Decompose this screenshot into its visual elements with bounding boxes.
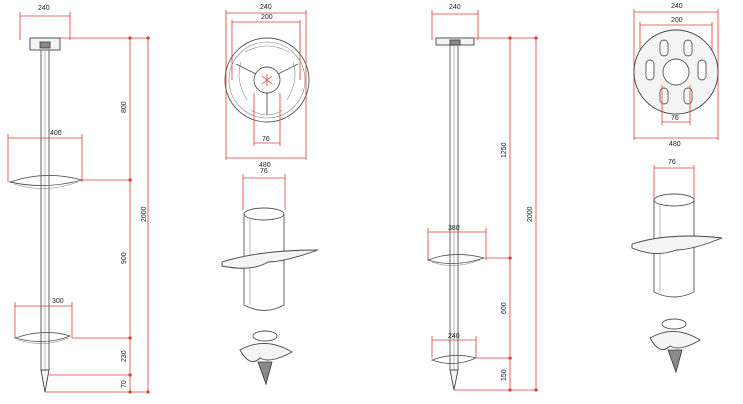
pile-2-helix-upper-dim: 380: [448, 225, 460, 232]
pipe-2-detail: 76: [631, 159, 723, 374]
plate-2-outer: 240: [671, 3, 683, 10]
pile-1-seg-mid: 900: [121, 252, 128, 264]
pile-1-total: 2000: [141, 206, 148, 222]
plate-1-base: 480: [259, 162, 271, 169]
pile-1-seg-tip: 70: [121, 380, 128, 388]
pile-2-total: 2000: [527, 206, 534, 222]
plate-1-outer: 240: [260, 4, 272, 11]
pile-2-seg-tip: 150: [501, 369, 508, 381]
plate-2-top-view: 240 200 76 480: [633, 3, 719, 148]
pile-1-top-nut: [39, 41, 51, 49]
pile-1-lower-helix: [13, 332, 72, 342]
pipe-2-diameter: 76: [668, 159, 676, 166]
plate-2-base: 480: [669, 141, 681, 148]
pipe-2-helix: [631, 235, 723, 254]
pile-2-top-width: 240: [449, 4, 461, 11]
plate-2-pipe: 76: [671, 115, 679, 122]
plate-2-inner: 200: [671, 17, 683, 24]
pipe-1-diameter: 76: [260, 168, 268, 175]
pile-1-top-width: 240: [38, 5, 50, 12]
pile-1-seg-low: 230: [121, 350, 128, 362]
plate-1-top-view: 240 200 76 480: [224, 4, 310, 169]
pipe-1-auger-tip: [257, 361, 273, 386]
pile-2-seg-top: 1250: [501, 142, 508, 158]
pipe-1-helix: [221, 249, 319, 269]
pile-1-tip: [40, 369, 50, 393]
pipe-1-detail: 76: [221, 168, 319, 386]
pile-1-drawing: 240 400 300 800 900 230 70 2000: [7, 5, 150, 394]
pile-2-seg-mid: 600: [501, 302, 508, 314]
pile-2-tip: [449, 369, 459, 391]
pipe-2-auger-tip: [667, 349, 683, 374]
plate-1-disc: [224, 37, 310, 123]
pile-2-drawing: 240 380 240 1250 600 150 2000: [426, 4, 538, 392]
pile-2-upper-helix: [426, 254, 486, 264]
plate-1-inner: 200: [261, 14, 273, 21]
pile-1-seg-top: 800: [121, 101, 128, 113]
plate-1-pipe: 76: [262, 136, 270, 143]
pile-1-helix-lower-dim: 300: [52, 298, 64, 305]
pile-2-helix-lower-dim: 240: [448, 333, 460, 340]
pile-1-helix-upper-dim: 400: [50, 130, 62, 137]
